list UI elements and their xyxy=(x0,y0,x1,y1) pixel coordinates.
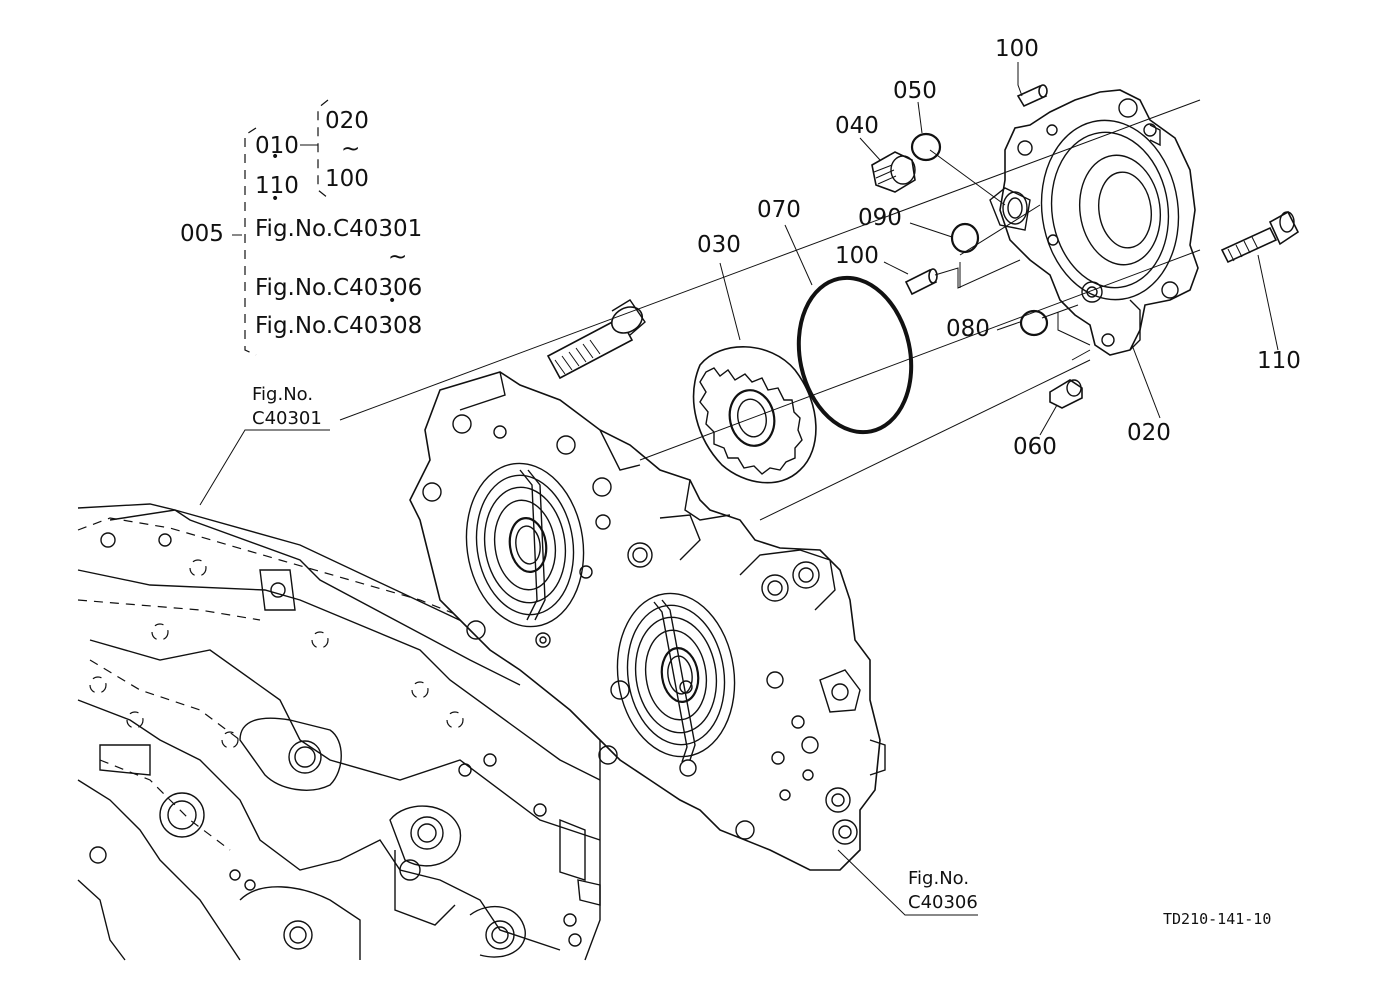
tree-item-010: 010 xyxy=(255,133,299,159)
tree-dot-3: • xyxy=(388,293,397,309)
pin-100-mid-drawing xyxy=(904,268,938,296)
tree-range-start-020: 020 xyxy=(325,108,369,134)
callout-090: 090 xyxy=(858,205,902,231)
callout-030: 030 xyxy=(697,232,741,258)
o-ring-090-drawing xyxy=(950,222,980,254)
o-ring-080-drawing xyxy=(1019,309,1049,337)
tree-range-tilde: ~ xyxy=(341,136,361,162)
callout-100-mid: 100 xyxy=(835,243,879,269)
assembly-lines xyxy=(339,99,1201,521)
callout-070: 070 xyxy=(757,197,801,223)
plug-060-drawing xyxy=(1049,379,1083,409)
tree-fig-c40308: Fig.No.C40308 xyxy=(255,313,423,339)
cap-screw-left-drawing xyxy=(546,299,646,380)
callout-050: 050 xyxy=(893,78,937,104)
callout-100-top: 100 xyxy=(995,36,1039,62)
cover-020-drawing xyxy=(989,89,1199,356)
fig-ref-right-line1: Fig.No. xyxy=(908,868,970,889)
tree-range-end-100: 100 xyxy=(325,166,369,192)
callout-110: 110 xyxy=(1257,348,1301,374)
o-ring-070-drawing xyxy=(796,275,914,435)
fig-ref-left-line1: Fig.No. xyxy=(252,384,314,405)
drawing-number: TD210-141-10 xyxy=(1163,910,1272,928)
tree-fig-tilde: ~ xyxy=(388,244,408,270)
leader-lines xyxy=(199,62,1279,916)
bolt-110-drawing xyxy=(1220,210,1300,264)
tree-fig-c40301: Fig.No.C40301 xyxy=(255,216,423,242)
pump-housing-drawing xyxy=(409,371,886,871)
fig-ref-right-line2: C40306 xyxy=(908,892,978,913)
tree-item-110: 110 xyxy=(255,173,299,199)
tree-root-005: 005 xyxy=(180,221,224,247)
tree-fig-c40306: Fig.No.C40306 xyxy=(255,275,423,301)
assembly-tree-brackets xyxy=(244,99,329,356)
o-ring-050-drawing xyxy=(910,132,942,162)
transmission-case-drawing xyxy=(77,503,601,961)
tree-dot-1: • xyxy=(271,149,280,165)
fig-ref-left-line2: C40301 xyxy=(252,408,322,429)
callout-040: 040 xyxy=(835,113,879,139)
callout-020: 020 xyxy=(1127,420,1171,446)
callout-060: 060 xyxy=(1013,434,1057,460)
callout-080: 080 xyxy=(946,316,990,342)
rotor-030-drawing xyxy=(692,346,817,484)
tree-dot-2: • xyxy=(271,191,280,207)
plug-040-drawing xyxy=(871,151,916,193)
pin-100-top-drawing xyxy=(1016,84,1048,108)
